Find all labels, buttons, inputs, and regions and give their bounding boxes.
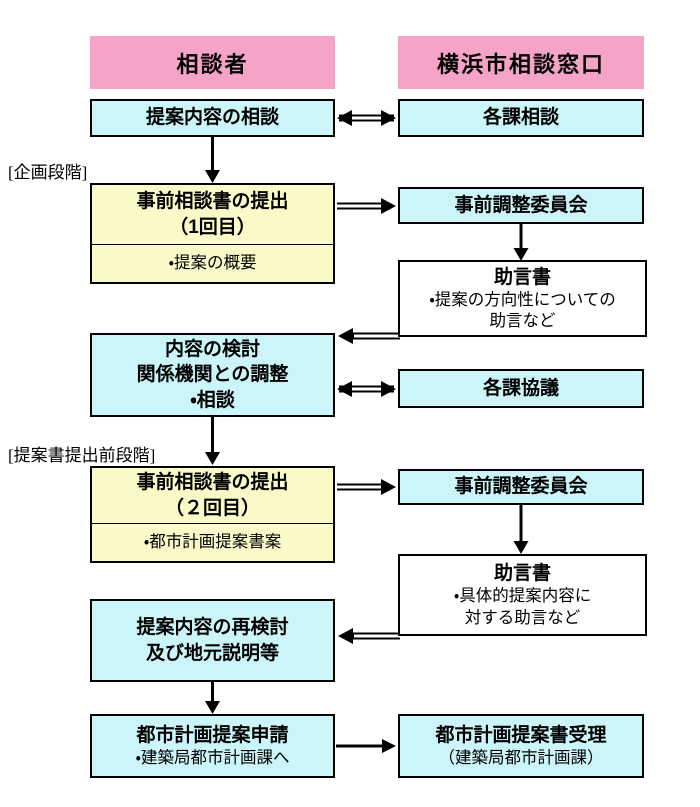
- content-review-line3: ・相談: [190, 389, 235, 411]
- advice-1-note-line2: 助言など: [489, 312, 556, 331]
- advice-1-title: 助言書: [493, 266, 551, 288]
- box-adjustment-committee-1: 事前調整委員会: [398, 187, 644, 224]
- box-adjustment-committee-2-label: 事前調整委員会: [454, 476, 588, 498]
- proposal-application-note: ・建築局都市計画課へ: [135, 748, 290, 767]
- advice-1-note-line1: ・提案の方向性についての: [429, 290, 616, 309]
- header-consulter: 相談者: [90, 36, 335, 89]
- proposal-rereview-line2: 及び地元説明等: [145, 642, 279, 664]
- proposal-acceptance-note: （建築局都市計画課）: [438, 748, 604, 767]
- box-proposal-rereview: 提案内容の再検討 及び地元説明等: [90, 599, 335, 682]
- pre-consultation-2-note: ・都市計画提案書案: [143, 532, 282, 551]
- proposal-rereview-line1: 提案内容の再検討: [136, 617, 289, 639]
- box-advice-letter-2: 助言書 ・具体的提案内容に 対する助言など: [398, 554, 647, 636]
- arrow-rereview-to-apply: [205, 682, 220, 714]
- proposal-acceptance-title: 都市計画提案書受理: [435, 724, 607, 746]
- pre-consultation-1-note: ・提案の概要: [168, 253, 257, 272]
- proposal-application-title: 都市計画提案申請: [136, 724, 289, 746]
- arrow-preconsult2-to-committee2: [337, 479, 396, 495]
- content-review-line1: 内容の検討: [164, 339, 260, 361]
- box-department-consultation-label: 各課相談: [482, 107, 559, 129]
- pre-consultation-2-title-line2: （２回目）: [164, 497, 260, 519]
- box-department-consultation: 各課相談: [398, 99, 644, 137]
- box-advice-letter-1: 助言書 ・提案の方向性についての 助言など: [398, 260, 647, 337]
- arrow-consult-bidirectional: [337, 110, 396, 126]
- pre-consultation-1-title-line1: 事前相談書の提出: [136, 191, 289, 213]
- box-content-review: 内容の検討 関係機関との調整 ・相談: [90, 333, 335, 417]
- box-department-discussion: 各課協議: [398, 369, 644, 408]
- arrow-review-to-preconsult2: [205, 417, 220, 465]
- box-pre-consultation-2: 事前相談書の提出 （２回目） ・都市計画提案書案: [90, 466, 335, 563]
- box-proposal-consultation: 提案内容の相談: [90, 99, 335, 137]
- pre-consultation-2-note-section: ・都市計画提案書案: [92, 523, 333, 561]
- advice-2-note-line2: 対する助言など: [464, 608, 581, 627]
- content-review-line2: 関係機関との調整: [136, 364, 289, 386]
- pre-consultation-2-title-line1: 事前相談書の提出: [136, 472, 289, 494]
- box-adjustment-committee-1-label: 事前調整委員会: [454, 194, 588, 216]
- advice-2-note-line1: ・具体的提案内容に: [453, 587, 592, 606]
- box-proposal-acceptance: 都市計画提案書受理 （建築局都市計画課）: [398, 714, 644, 778]
- box-pre-consultation-2-title: 事前相談書の提出 （２回目）: [92, 468, 333, 523]
- box-pre-consultation-1: 事前相談書の提出 （1回目） ・提案の概要: [90, 183, 335, 284]
- box-department-discussion-label: 各課協議: [482, 377, 559, 399]
- box-pre-consultation-1-title: 事前相談書の提出 （1回目）: [92, 185, 333, 244]
- box-proposal-consultation-label: 提案内容の相談: [145, 107, 279, 129]
- box-adjustment-committee-2: 事前調整委員会: [398, 469, 644, 505]
- advice-2-title: 助言書: [493, 563, 551, 585]
- arrow-committee2-to-advice2: [513, 505, 529, 554]
- arrow-preconsult1-to-committee1: [337, 198, 396, 214]
- arrow-committee1-to-advice1: [513, 224, 529, 261]
- arrow-apply-to-accept: [336, 739, 396, 753]
- pre-consultation-1-title-line2: （1回目）: [169, 216, 256, 238]
- header-city-consultation-desk: 横浜市相談窓口: [398, 36, 644, 89]
- stage-label-planning: [企画段階]: [8, 163, 88, 182]
- arrow-advice2-to-rereview: [338, 628, 400, 644]
- arrow-consult-to-preconsult1: [205, 137, 220, 183]
- arrow-review-bidirectional: [337, 381, 396, 397]
- pre-consultation-1-note-section: ・提案の概要: [92, 244, 333, 282]
- arrow-advice1-to-review: [338, 328, 400, 344]
- box-proposal-application: 都市計画提案申請 ・建築局都市計画課へ: [90, 714, 335, 778]
- stage-label-pre-submission: [提案書提出前段階]: [8, 446, 156, 465]
